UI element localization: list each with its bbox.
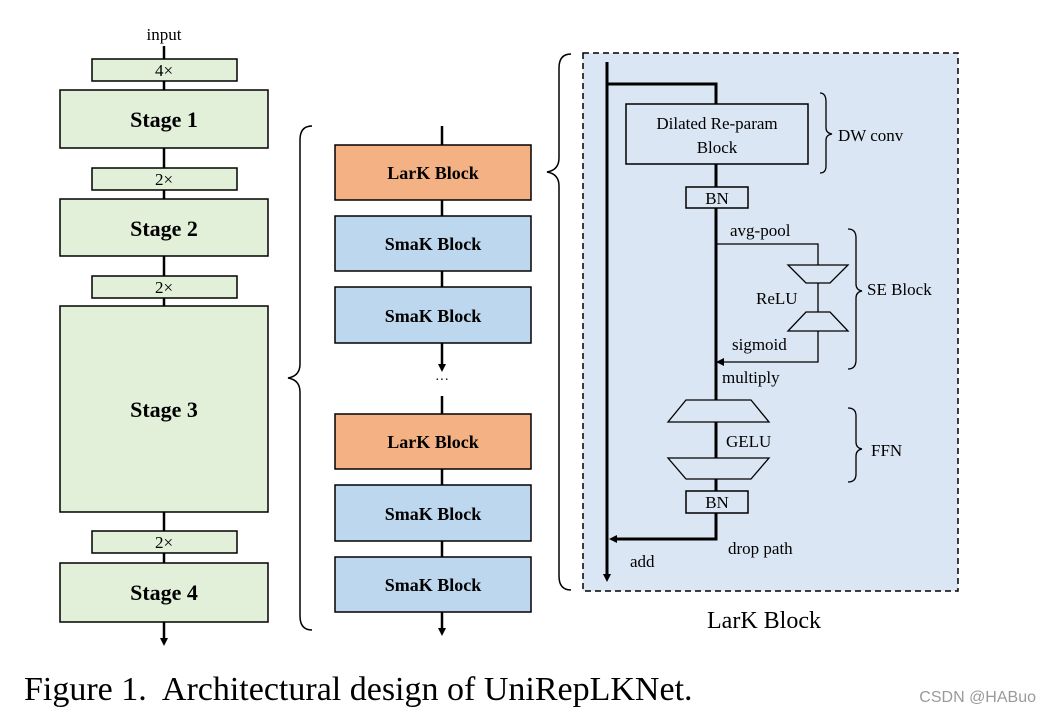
lark-block-label: LarK Block [387,432,479,452]
ffn-label: FFN [871,441,902,460]
dilated-reparam-block-box [625,103,809,165]
middle-column: ··· LarK Block SmaK Block SmaK Block Lar… [334,126,532,636]
se-expand-trapezoid [786,311,850,332]
branch-line [607,82,718,104]
ffn-expand-trapezoid [666,399,771,423]
stage-2-label: Stage 2 [130,216,198,241]
stage-3-label: Stage 3 [130,397,198,422]
downsample-box [91,58,238,82]
dw-conv-brace [819,92,833,174]
dilated-block-line1: Dilated Re-param [656,114,777,133]
smak-block-box [334,215,532,272]
se-block-label: SE Block [867,280,932,299]
lark-detail-panel: Dilated Re-param Block DW conv BN avg-po… [582,52,959,592]
ffn-brace [847,407,863,483]
smak-block-label: SmaK Block [385,234,482,254]
input-label: input [147,25,182,44]
lark-expansion-brace [546,53,572,591]
gelu-label: GELU [726,432,771,451]
gelu-label-bg [724,430,784,452]
smak-block-label: SmaK Block [385,306,482,326]
stage-4-box [59,562,269,623]
downsample-label: 2× [155,278,173,297]
left-column: input 4× 2× 2× 2× Stage 1 Stage 2 Stage … [59,25,269,646]
lark-block-box [334,413,532,470]
downsample-box [91,530,238,554]
stage3-expansion-brace [287,125,313,631]
avg-pool-label: avg-pool [730,221,791,240]
smak-block-box [334,484,532,542]
dw-conv-label: DW conv [838,126,904,145]
bn-top-label: BN [705,189,729,208]
multiply-label: multiply [722,368,780,387]
stage-3-box [59,305,269,513]
stage-1-label: Stage 1 [130,107,198,132]
sigmoid-label: sigmoid [732,335,787,354]
bn-bottom-label: BN [705,493,729,512]
watermark: CSDN @HABuo [919,689,1036,706]
downsample-label: 4× [155,61,173,80]
stage-4-label: Stage 4 [130,580,198,605]
dilated-block-line2: Block [697,138,738,157]
downsample-box [91,275,238,299]
lark-block-label: LarK Block [387,163,479,183]
downsample-label: 2× [155,170,173,189]
downsample-label: 2× [155,533,173,552]
ellipsis: ··· [435,373,449,388]
lark-block-box [334,144,532,201]
stage-1-box [59,89,269,149]
smak-block-label: SmaK Block [385,575,482,595]
se-branch-line [716,243,819,265]
se-return-arrow [716,331,819,366]
lark-panel-caption: LarK Block [707,608,821,634]
smak-block-label: SmaK Block [385,504,482,524]
smak-block-box [334,286,532,344]
se-reduce-trapezoid [786,264,850,284]
relu-label: ReLU [756,289,798,308]
figure-caption: Figure 1. Architectural design of UniRep… [24,671,693,708]
ffn-reduce-trapezoid [666,457,771,480]
drop-path-label: drop path [728,539,793,558]
downsample-box [91,167,238,191]
smak-block-box [334,556,532,613]
stage-2-box [59,198,269,257]
se-block-brace [847,228,863,370]
add-label: add [630,552,655,571]
add-return-arrow [609,513,718,543]
